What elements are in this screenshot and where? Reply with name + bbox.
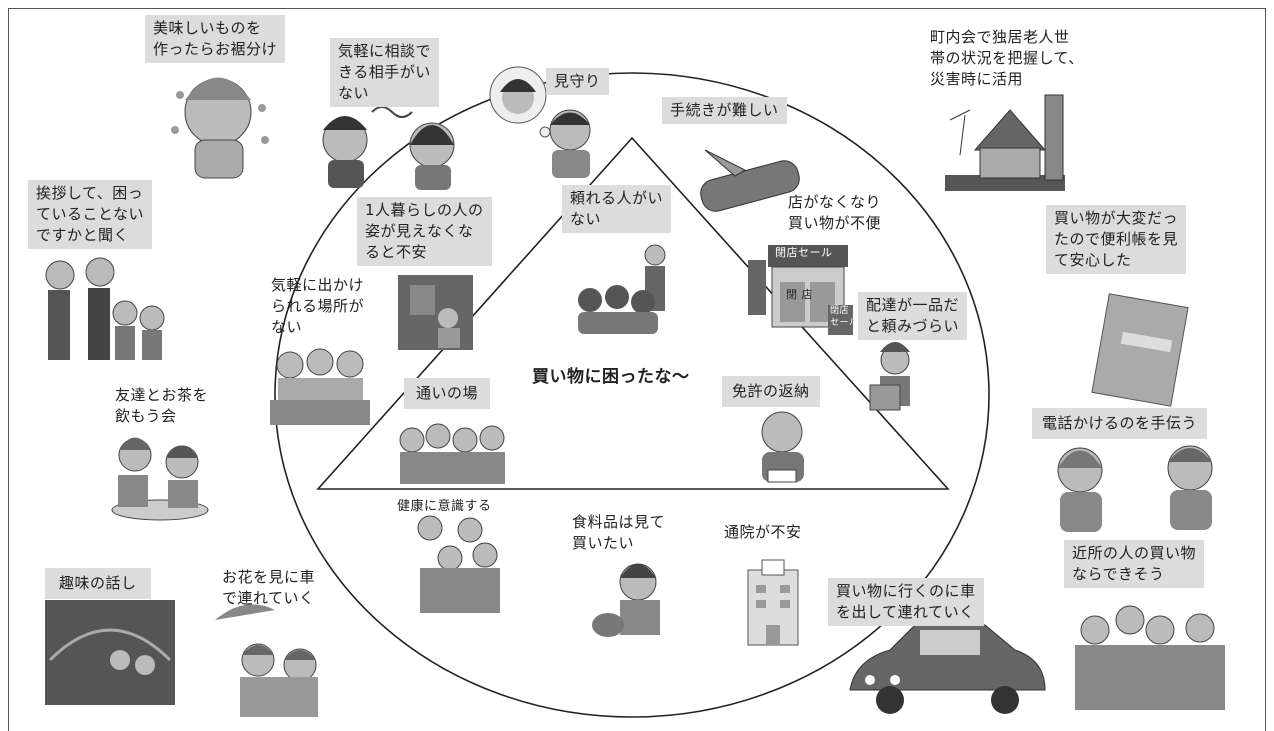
- label-health: 健康に意識する: [397, 499, 492, 514]
- label-procedures: 手続きが難しい: [662, 97, 787, 124]
- stadium-illustration: [45, 600, 175, 705]
- label-watch: 見守り: [546, 68, 609, 95]
- notebook-illustration: [1091, 293, 1189, 407]
- diagram-frame: [8, 8, 1266, 731]
- license-return-illustration: [761, 411, 804, 483]
- elderly-alone-illustration: [398, 275, 473, 350]
- delivery-person-illustration: [869, 342, 910, 411]
- walking-seniors-illustration: [417, 515, 500, 613]
- closing-store-illustration: [748, 245, 853, 335]
- label-salon: 通いの場: [404, 378, 491, 409]
- label-store-closed: 店がなくなり 買い物が不便: [788, 193, 882, 232]
- label-food-see: 食料品は見て 買いたい: [572, 513, 666, 552]
- tea-party-illustration: [111, 437, 209, 521]
- community-circle: [274, 72, 990, 718]
- label-shopping-book: 買い物が大変だっ たので便利帳を見 て安心した: [1046, 205, 1187, 274]
- store-sign-top: 閉店セール: [775, 246, 833, 259]
- label-flowers: お花を見に車 で連れていく: [222, 568, 316, 607]
- label-tea: 友達とお茶を 飲もう会: [115, 386, 209, 425]
- flower-viewing-illustration: [215, 604, 318, 717]
- label-hospital: 通院が不安: [724, 523, 802, 541]
- watching-illustration: [489, 66, 591, 178]
- isolated-group-illustration: [578, 244, 666, 334]
- documents-illustration: [700, 149, 800, 212]
- label-no-place: 気軽に出かけ られる場所が ない: [271, 276, 365, 336]
- store-sign-front: 閉 店: [786, 288, 813, 301]
- hospital-illustration: [747, 559, 799, 646]
- label-neighborhood: 町内会で独居老人世 帯の状況を把握して、 災害時に活用: [930, 28, 1084, 88]
- seniors-meal-illustration: [270, 348, 370, 425]
- label-hobby: 趣味の話し: [45, 568, 151, 599]
- center-title: 買い物に困ったな～: [532, 367, 690, 387]
- label-no-consult: 気軽に相談で きる相手がい ない: [330, 38, 440, 107]
- neighbors-group-illustration: [1075, 605, 1225, 710]
- label-living-alone: 1人暮らしの人の 姿が見えなくな ると不安: [357, 197, 492, 266]
- greeting-people-illustration: [45, 257, 165, 360]
- label-bring-food: 美味しいものを 作ったらお裾分け: [145, 15, 286, 63]
- disaster-house-illustration: [945, 94, 1065, 191]
- food-shopper-illustration: [592, 563, 660, 637]
- car-illustration: [849, 624, 1046, 714]
- salon-group-illustration: [399, 423, 505, 484]
- worried-people-illustration: [322, 106, 455, 190]
- grandma-food-illustration: [171, 77, 269, 179]
- label-no-one: 頼れる人がい ない: [562, 185, 672, 233]
- label-greet: 挨拶して、困っ ていることない ですかと聞く: [28, 180, 153, 249]
- label-delivery: 配達が一品だ と頼みづらい: [858, 292, 968, 340]
- store-sign-board: 閉店 セール: [830, 306, 859, 328]
- phone-helpers-illustration: [1057, 445, 1213, 532]
- label-license: 免許の返納: [722, 376, 820, 407]
- label-near-shopping: 近所の人の買い物 ならできそう: [1064, 540, 1205, 588]
- label-car: 買い物に行くのに車 を出して連れていく: [828, 578, 984, 626]
- label-phone: 電話かけるのを手伝う: [1032, 408, 1208, 439]
